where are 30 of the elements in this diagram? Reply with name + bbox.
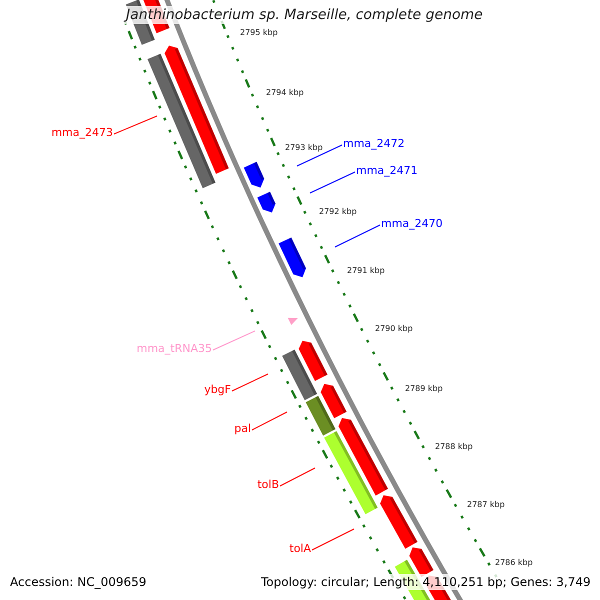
scale-label: 2793 kbp bbox=[285, 143, 323, 153]
gene-label: ybgF bbox=[204, 383, 231, 397]
leader-line bbox=[312, 528, 354, 550]
scale-label: 2789 kbp bbox=[405, 384, 443, 394]
leader-line bbox=[296, 144, 342, 166]
scale-label: 2788 kbp bbox=[435, 442, 473, 452]
footer-text: Topology: circular; Length: 4,110,251 bp; Genes: 3,749 bbox=[260, 574, 592, 590]
gene-label: mma_2472 bbox=[343, 137, 405, 151]
gene-label: mma_2473 bbox=[51, 126, 113, 140]
gene-label: mma_2471 bbox=[356, 164, 418, 178]
gene-label: tolB bbox=[257, 478, 279, 492]
scale-label: 2786 kbp bbox=[495, 558, 533, 568]
footer-text: Accession: NC_009659 bbox=[9, 574, 148, 590]
leader-line bbox=[310, 172, 356, 194]
gene-label: mma_tRNA35 bbox=[136, 342, 212, 356]
gene-label: pal bbox=[234, 422, 251, 436]
gene-label: tolA bbox=[289, 542, 311, 556]
leader-line bbox=[280, 468, 316, 486]
scale-label: 2794 kbp bbox=[266, 88, 304, 98]
leader-line bbox=[212, 330, 256, 350]
scale-label: 2787 kbp bbox=[467, 500, 505, 510]
leader-line bbox=[334, 224, 380, 248]
scale-label: 2792 kbp bbox=[319, 207, 357, 217]
gene-label: mma_2470 bbox=[381, 217, 443, 231]
scale-label: 2795 kbp bbox=[240, 28, 278, 38]
leader-line bbox=[232, 374, 268, 392]
scale-label: 2790 kbp bbox=[375, 324, 413, 334]
leader-line bbox=[252, 412, 288, 430]
scale-label: 2791 kbp bbox=[347, 266, 385, 276]
leader-line bbox=[114, 116, 158, 134]
